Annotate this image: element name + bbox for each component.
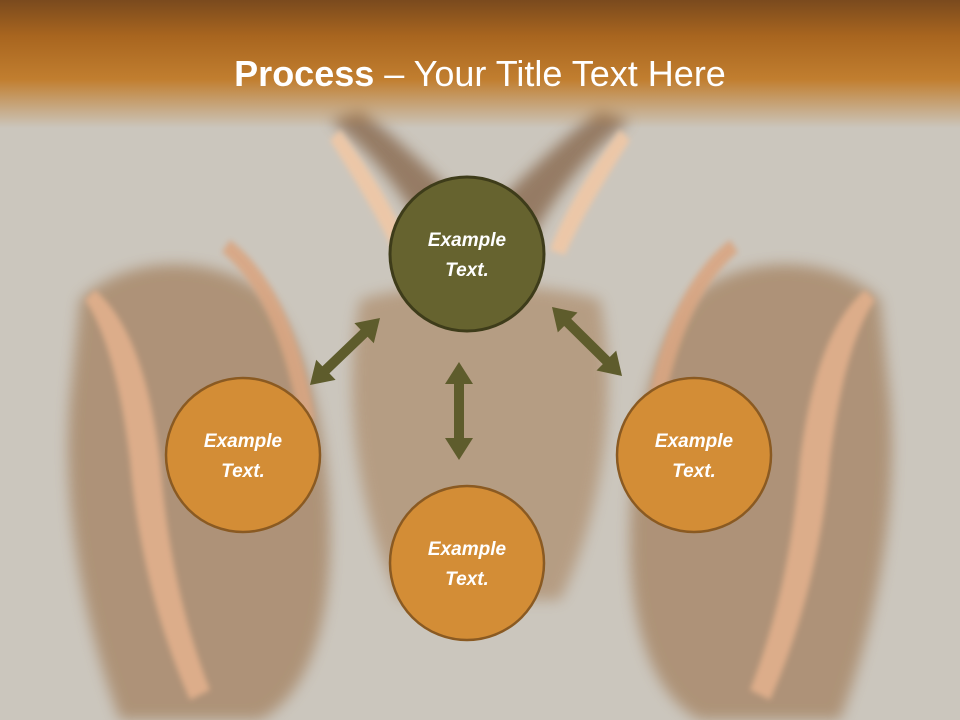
node-label-left-line1: Example — [204, 431, 283, 452]
node-label-bottom-line2: Text. — [445, 569, 489, 590]
node-circle-right[interactable] — [615, 376, 773, 534]
node-label-left-line2: Text. — [221, 461, 265, 482]
node-circle-left[interactable] — [164, 376, 322, 534]
node-circle-top[interactable] — [388, 175, 546, 333]
node-label-top-line1: Example — [428, 230, 507, 251]
node-label-bottom-line1: Example — [428, 539, 507, 560]
title-bar — [0, 0, 960, 128]
connector-group — [310, 307, 622, 460]
double-arrow-top-bottom[interactable] — [445, 362, 473, 460]
title-separator: – — [374, 53, 414, 94]
node-label-right-line2: Text. — [672, 461, 716, 482]
node-label-right-line1: Example — [655, 431, 734, 452]
node-group: ExampleText.ExampleText.ExampleText.Exam… — [164, 175, 773, 642]
node-circle-bottom[interactable] — [388, 484, 546, 642]
double-arrow-top-left[interactable] — [310, 318, 380, 385]
title-rest-text: Your Title Text Here — [413, 53, 726, 94]
slide-title[interactable]: Process – Your Title Text Here — [0, 52, 960, 96]
double-arrow-top-right[interactable] — [552, 307, 622, 376]
title-bold-text: Process — [234, 53, 375, 94]
node-label-top-line2: Text. — [445, 260, 489, 281]
